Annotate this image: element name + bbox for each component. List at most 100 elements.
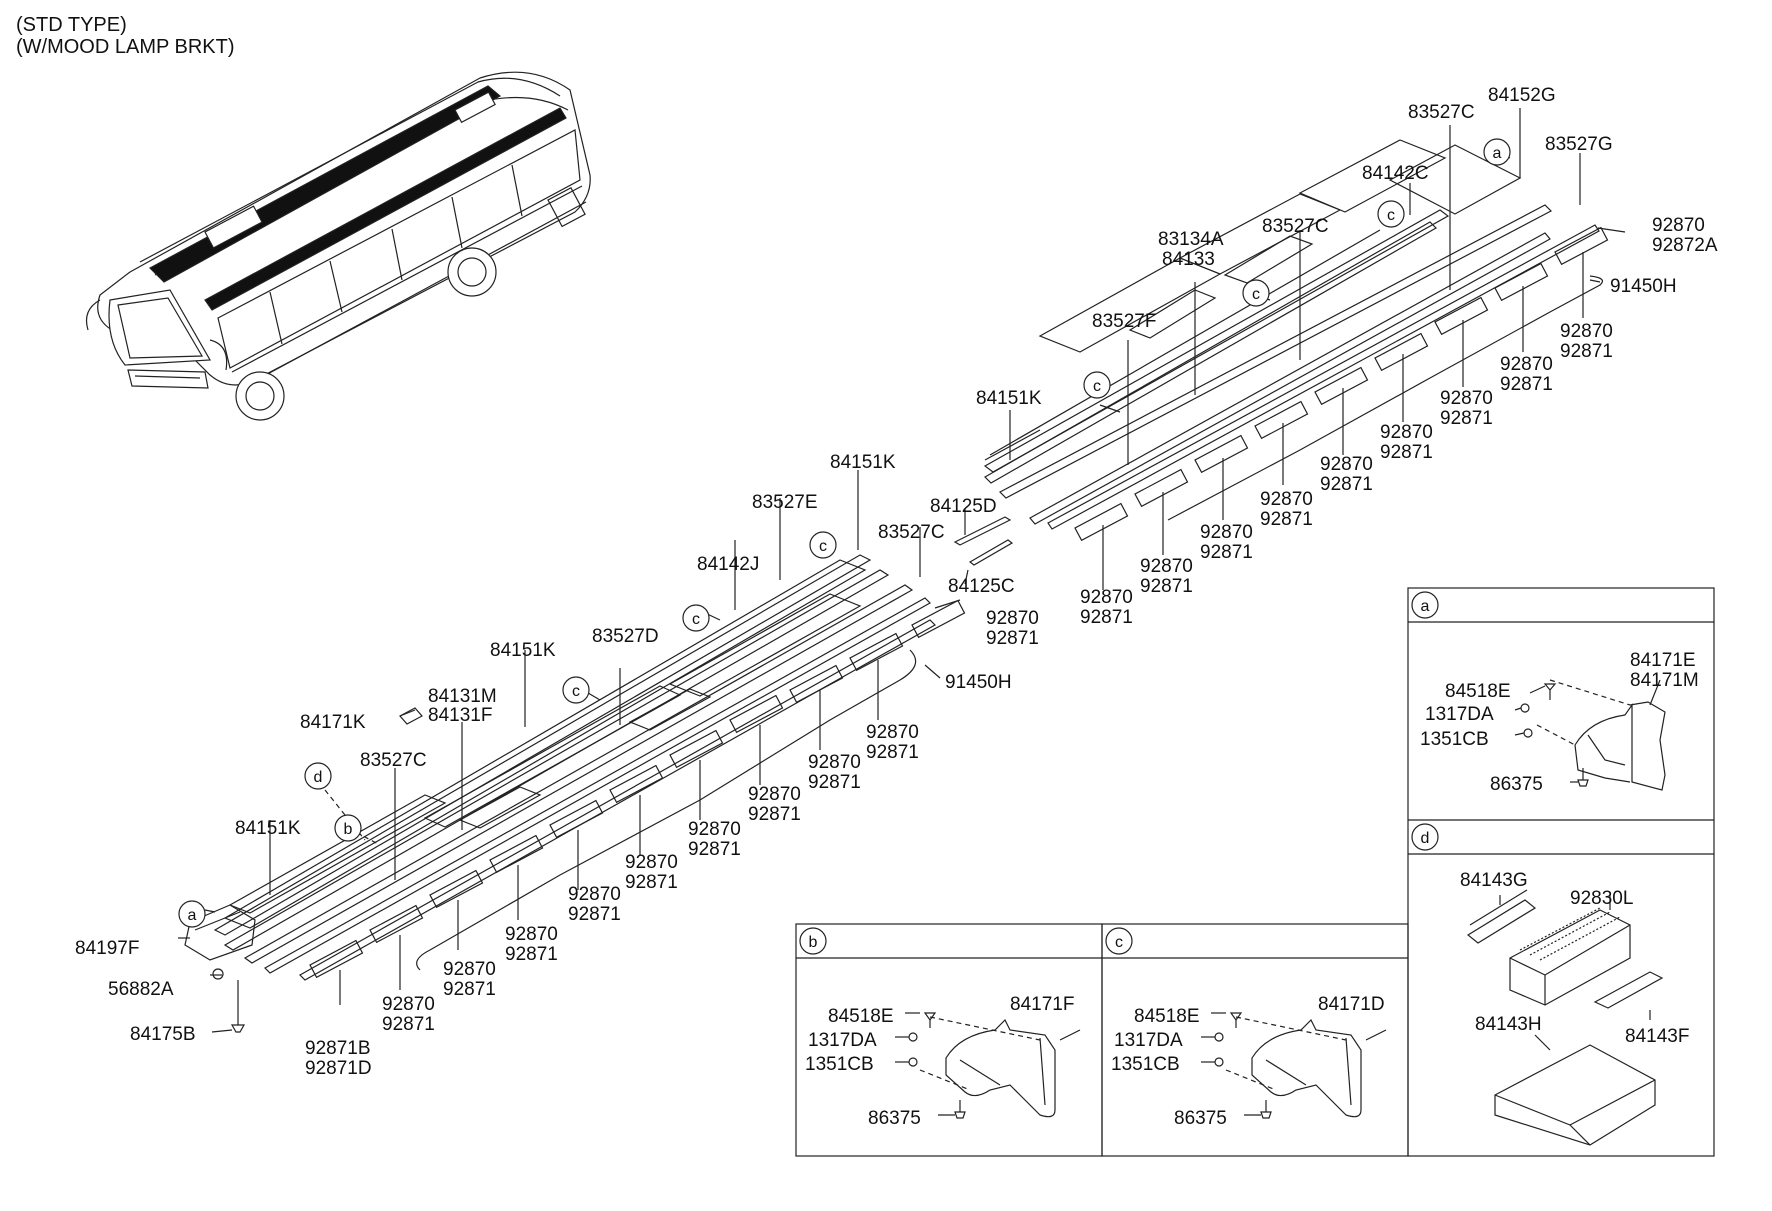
callout-circles bbox=[178, 138, 1511, 955]
detail-d-callout bbox=[1411, 823, 1439, 851]
front-trim-strips bbox=[213, 516, 1014, 981]
lamp-pads-front bbox=[309, 599, 966, 979]
part-label-84142C: 84142C bbox=[1362, 163, 1429, 184]
lamp-label-13-top: 92870 bbox=[1260, 489, 1313, 510]
part-label-84151K-left: 84151K bbox=[235, 818, 301, 839]
detail-d-label-84143G: 84143G bbox=[1460, 870, 1528, 891]
part-label-83527C-mid: 83527C bbox=[878, 522, 945, 543]
part-label-92871-a: 92871 bbox=[986, 628, 1039, 649]
detail-b-label-86375: 86375 bbox=[868, 1108, 921, 1129]
part-label-92870-top: 92870 bbox=[1652, 215, 1705, 236]
detail-a-title: a bbox=[1421, 598, 1430, 615]
lamp-label-14-bottom: 92871 bbox=[1320, 474, 1373, 495]
detail-b-label-1317DA: 1317DA bbox=[808, 1030, 877, 1051]
lamp-label-9-bottom: 92871 bbox=[866, 742, 919, 763]
lamp-label-10-bottom: 92871 bbox=[1080, 607, 1133, 628]
header-std-type: (STD TYPE) bbox=[16, 14, 127, 36]
lamp-label-13-bottom: 92871 bbox=[1260, 509, 1313, 530]
lamp-label-3-bottom: 92871 bbox=[505, 944, 558, 965]
callout-b-front bbox=[334, 814, 362, 842]
lamp-label-2-top: 92870 bbox=[443, 959, 496, 980]
part-label-84131M: 84131M bbox=[428, 686, 497, 707]
part-label-84152G: 84152G bbox=[1488, 85, 1556, 106]
lamp-label-8-top: 92870 bbox=[808, 752, 861, 773]
part-label-83527C-top: 83527C bbox=[1408, 102, 1475, 123]
detail-b-title: b bbox=[809, 934, 818, 951]
part-label-83527D: 83527D bbox=[592, 626, 659, 647]
callout-c-6-text: c bbox=[1387, 207, 1395, 224]
detail-a-label-84171E: 84171E bbox=[1630, 650, 1696, 671]
lamp-label-2-bottom: 92871 bbox=[443, 979, 496, 1000]
lamp-label-11-top: 92870 bbox=[1140, 556, 1193, 577]
callout-c-4 bbox=[1083, 371, 1111, 399]
part-label-84142J: 84142J bbox=[697, 554, 759, 575]
lamp-label-6-top: 92870 bbox=[688, 819, 741, 840]
lamp-label-12-bottom: 92871 bbox=[1200, 542, 1253, 563]
part-label-84151K-mid: 84151K bbox=[490, 640, 556, 661]
part-label-84175B: 84175B bbox=[130, 1024, 196, 1045]
detail-a-bracket bbox=[1520, 679, 1666, 791]
callout-a-front bbox=[178, 900, 206, 928]
lamp-label-16-bottom: 92871 bbox=[1440, 408, 1493, 429]
part-label-92871D: 92871D bbox=[305, 1058, 372, 1079]
lamp-label-4-bottom: 92871 bbox=[568, 904, 621, 925]
lamp-label-7-top: 92870 bbox=[748, 784, 801, 805]
part-label-84125C: 84125C bbox=[948, 576, 1015, 597]
part-label-84125D: 84125D bbox=[930, 496, 997, 517]
lamp-label-12-top: 92870 bbox=[1200, 522, 1253, 543]
lamp-label-11-bottom: 92871 bbox=[1140, 576, 1193, 597]
lamp-label-15-top: 92870 bbox=[1380, 422, 1433, 443]
lamp-label-4-top: 92870 bbox=[568, 884, 621, 905]
detail-b-label-1351CB: 1351CB bbox=[805, 1054, 874, 1075]
detail-c-label-86375: 86375 bbox=[1174, 1108, 1227, 1129]
detail-a-callout bbox=[1411, 591, 1439, 619]
detail-d-parts bbox=[1466, 889, 1664, 1146]
lamp-pads-rear bbox=[1074, 226, 1609, 542]
lamp-label-9-top: 92870 bbox=[866, 722, 919, 743]
wiring-harness-rear bbox=[1167, 275, 1603, 521]
detail-d-label-92830L: 92830L bbox=[1570, 888, 1633, 909]
part-label-84151K-rear: 84151K bbox=[976, 388, 1042, 409]
callout-a-rear bbox=[1483, 138, 1511, 166]
lamp-label-16-top: 92870 bbox=[1440, 388, 1493, 409]
lamp-label-18-bottom: 92871 bbox=[1560, 341, 1613, 362]
part-label-84171K: 84171K bbox=[300, 712, 366, 733]
callout-c-2 bbox=[682, 604, 710, 632]
detail-c-label-1317DA: 1317DA bbox=[1114, 1030, 1183, 1051]
lamp-label-pairs: 9287092871928709287192870928719287092871… bbox=[382, 321, 1613, 1035]
part-label-84131F: 84131F bbox=[428, 705, 492, 726]
part-label-84133: 84133 bbox=[1162, 249, 1215, 270]
detail-c-label-84518E: 84518E bbox=[1134, 1006, 1200, 1027]
detail-b-label-84518E: 84518E bbox=[828, 1006, 894, 1027]
rear-trim-strips bbox=[983, 139, 1600, 530]
lamp-label-6-bottom: 92871 bbox=[688, 839, 741, 860]
detail-a-label-84518E: 84518E bbox=[1445, 681, 1511, 702]
callout-c-1-text: c bbox=[572, 683, 580, 700]
callout-c-3 bbox=[809, 531, 837, 559]
callout-c-6 bbox=[1377, 200, 1405, 228]
front-end-bracket bbox=[184, 904, 256, 1033]
callout-c-5-text: c bbox=[1252, 286, 1260, 303]
lamp-label-1-top: 92870 bbox=[382, 994, 435, 1015]
part-label-84151K-front: 84151K bbox=[830, 452, 896, 473]
callout-d-front-text: d bbox=[314, 769, 323, 786]
lamp-label-18-top: 92870 bbox=[1560, 321, 1613, 342]
bus-illustration bbox=[85, 71, 591, 421]
callout-c-4-text: c bbox=[1093, 378, 1101, 395]
detail-a-label-1351CB: 1351CB bbox=[1420, 729, 1489, 750]
detail-box-frames bbox=[795, 587, 1715, 1157]
callout-b-front-text: b bbox=[344, 821, 353, 838]
part-label-83527C-left: 83527C bbox=[360, 750, 427, 771]
lamp-label-1-bottom: 92871 bbox=[382, 1014, 435, 1035]
lamp-label-8-bottom: 92871 bbox=[808, 772, 861, 793]
part-label-83527E: 83527E bbox=[752, 492, 818, 513]
detail-b-label-84171F: 84171F bbox=[1010, 994, 1074, 1015]
lamp-label-3-top: 92870 bbox=[505, 924, 558, 945]
part-label-92870-a: 92870 bbox=[986, 608, 1039, 629]
detail-b-callout bbox=[799, 927, 827, 955]
detail-c-title: c bbox=[1115, 934, 1123, 951]
part-label-91450H-rear: 91450H bbox=[1610, 276, 1677, 297]
callout-c-5 bbox=[1242, 279, 1270, 307]
detail-c-label-1351CB: 1351CB bbox=[1111, 1054, 1180, 1075]
